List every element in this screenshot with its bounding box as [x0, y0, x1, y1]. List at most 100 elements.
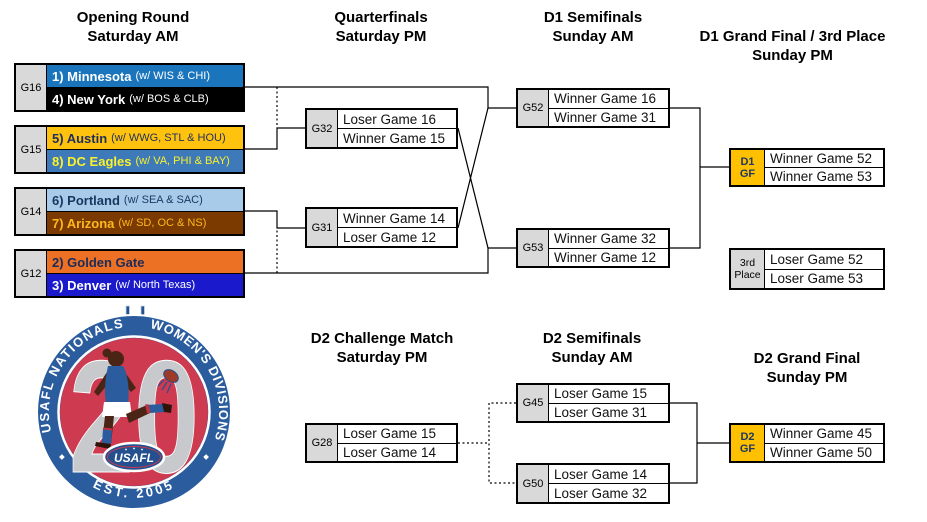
- team-note: (w/ BOS & CLB): [129, 93, 209, 105]
- badge-star: [125, 448, 127, 451]
- team-row-denver: 3) Denver (w/ North Texas): [47, 273, 243, 296]
- header-title: D1 Semifinals: [543, 9, 643, 26]
- header-title: Quarterfinals: [334, 9, 428, 26]
- slot-row: Winner Game 32: [554, 231, 657, 247]
- game-rows: Winner Game 52 Winner Game 53: [765, 150, 883, 185]
- header-quarterfinals: Quarterfinals Saturday PM: [281, 8, 481, 46]
- connector-g32-to-g53-cross: [457, 127, 489, 249]
- header-time: Saturday PM: [336, 349, 428, 366]
- connector-g16-to-g52: [245, 86, 516, 109]
- slot-row: Winner Game 53: [765, 167, 883, 185]
- game-box-g53: G53 Winner Game 32 Winner Game 12: [516, 228, 670, 268]
- slot-row: Winner Game 31: [549, 107, 668, 127]
- player-sock-cuff: [103, 427, 112, 431]
- game-tag-g52: G52: [518, 90, 549, 126]
- slot-row: Loser Game 12: [338, 227, 456, 246]
- badge-star: [141, 448, 143, 451]
- game-tag-3rd-place: 3rd Place: [731, 250, 765, 288]
- slot-row: Winner Game 52: [770, 151, 873, 166]
- header-time: Sunday AM: [552, 28, 634, 45]
- game-tag-g53: G53: [518, 230, 549, 266]
- header-time: Saturday PM: [335, 28, 427, 45]
- ring-separator-diamond: [59, 454, 65, 460]
- header-time: Sunday PM: [766, 369, 848, 386]
- team-row-golden-gate: 2) Golden Gate: [47, 251, 243, 273]
- motion-line: [166, 383, 172, 394]
- game-rows: 5) Austin (w/ WWG, STL & HOU) 8) DC Eagl…: [47, 127, 243, 172]
- header-title: D1 Grand Final / 3rd Place: [699, 28, 886, 45]
- team-note: (w/ VA, PHI & BAY): [135, 155, 230, 167]
- game-box-g12: G12 2) Golden Gate 3) Denver (w/ North T…: [14, 249, 245, 298]
- game-tag-g12: G12: [16, 251, 47, 296]
- game-tag-g16: G16: [16, 65, 47, 110]
- game-rows: Winner Game 45 Winner Game 50: [765, 425, 883, 461]
- game-tag-d1gf: D1 GF: [731, 150, 765, 185]
- slot-row: Winner Game 45: [770, 426, 873, 442]
- game-rows: Winner Game 14 Loser Game 12: [338, 209, 456, 246]
- connector-g31-to-g52-cross: [457, 107, 489, 229]
- header-time: Sunday AM: [551, 349, 633, 366]
- game-box-g52: G52 Winner Game 16 Winner Game 31: [516, 88, 670, 128]
- team-note: (w/ North Texas): [115, 279, 196, 291]
- player-silhouette-icon: [94, 348, 179, 449]
- header-title: Opening Round: [76, 9, 190, 26]
- player-standing-boot: [95, 442, 111, 449]
- player-kicking-thigh: [126, 405, 150, 423]
- connector-g12-to-g53: [245, 247, 516, 274]
- connector-g15-to-g32: [245, 127, 305, 150]
- football-motion-lines: [157, 379, 172, 394]
- team-name: 3) Denver: [52, 277, 112, 293]
- game-rows: Winner Game 16 Winner Game 31: [549, 90, 668, 126]
- game-box-g15: G15 5) Austin (w/ WWG, STL & HOU) 8) DC …: [14, 125, 245, 174]
- team-note: (w/ SEA & SAC): [123, 194, 203, 206]
- game-tag-g45: G45: [518, 385, 549, 421]
- game-tag-g15: G15: [16, 127, 47, 172]
- game-rows: Loser Game 16 Winner Game 15: [338, 110, 456, 147]
- slot-row: Loser Game 15: [554, 386, 648, 402]
- team-name: 7) Arizona: [52, 215, 115, 231]
- game-rows: Winner Game 32 Winner Game 12: [549, 230, 668, 266]
- slot-row: Loser Game 53: [765, 268, 883, 289]
- team-row-arizona: 7) Arizona (w/ SD, OC & NS): [47, 211, 243, 234]
- game-box-g50: G50 Loser Game 14 Loser Game 32: [516, 463, 670, 504]
- tag-line: GF: [739, 167, 756, 180]
- header-d2-grand-final: D2 Grand Final Sunday PM: [707, 349, 907, 387]
- header-d2-challenge-match: D2 Challenge Match Saturday PM: [282, 329, 482, 367]
- player-sock-cuff: [145, 404, 151, 414]
- header-title: D2 Grand Final: [753, 350, 861, 367]
- player-jersey: [104, 366, 129, 403]
- game-box-d2-grand-final: D2 GF Winner Game 45 Winner Game 50: [729, 423, 885, 463]
- slot-row: Loser Game 52: [770, 251, 864, 267]
- header-title: D2 Challenge Match: [310, 330, 454, 347]
- team-row-dc-eagles: 8) DC Eagles (w/ VA, PHI & BAY): [47, 149, 243, 172]
- team-name: 4) New York: [52, 91, 126, 107]
- header-time: Saturday AM: [87, 28, 179, 45]
- header-d1-grand-final: D1 Grand Final / 3rd Place Sunday PM: [640, 27, 927, 65]
- player-shorts: [102, 402, 132, 417]
- game-tag-g50: G50: [518, 465, 549, 502]
- team-name: 8) DC Eagles: [52, 153, 132, 169]
- game-tag-g32: G32: [307, 110, 338, 147]
- slot-row: Loser Game 14: [338, 442, 456, 462]
- badge-star: [133, 447, 135, 450]
- header-time: Sunday PM: [752, 47, 833, 64]
- slot-row: Winner Game 50: [765, 442, 883, 462]
- game-box-g16: G16 1) Minnesota (w/ WIS & CHI) 4) New Y…: [14, 63, 245, 112]
- tag-line: GF: [739, 443, 756, 455]
- motion-line: [157, 379, 165, 387]
- game-rows: Loser Game 15 Loser Game 31: [549, 385, 668, 421]
- connector-d2semis-to-d2gf: [670, 402, 729, 484]
- player-standing-sock: [102, 429, 112, 444]
- team-row-portland: 6) Portland (w/ SEA & SAC): [47, 189, 243, 211]
- usafl-logo: 20: [36, 305, 232, 510]
- slot-row: Loser Game 16: [343, 111, 437, 127]
- slot-row: Loser Game 31: [549, 402, 668, 422]
- game-box-g32: G32 Loser Game 16 Winner Game 15: [305, 108, 458, 149]
- game-rows: Loser Game 52 Loser Game 53: [765, 250, 883, 288]
- team-row-new-york: 4) New York (w/ BOS & CLB): [47, 87, 243, 110]
- badge-oval: [102, 441, 166, 473]
- team-name: 2) Golden Gate: [52, 254, 145, 270]
- game-rows: Loser Game 14 Loser Game 32: [549, 465, 668, 502]
- header-opening-round: Opening Round Saturday AM: [33, 8, 233, 46]
